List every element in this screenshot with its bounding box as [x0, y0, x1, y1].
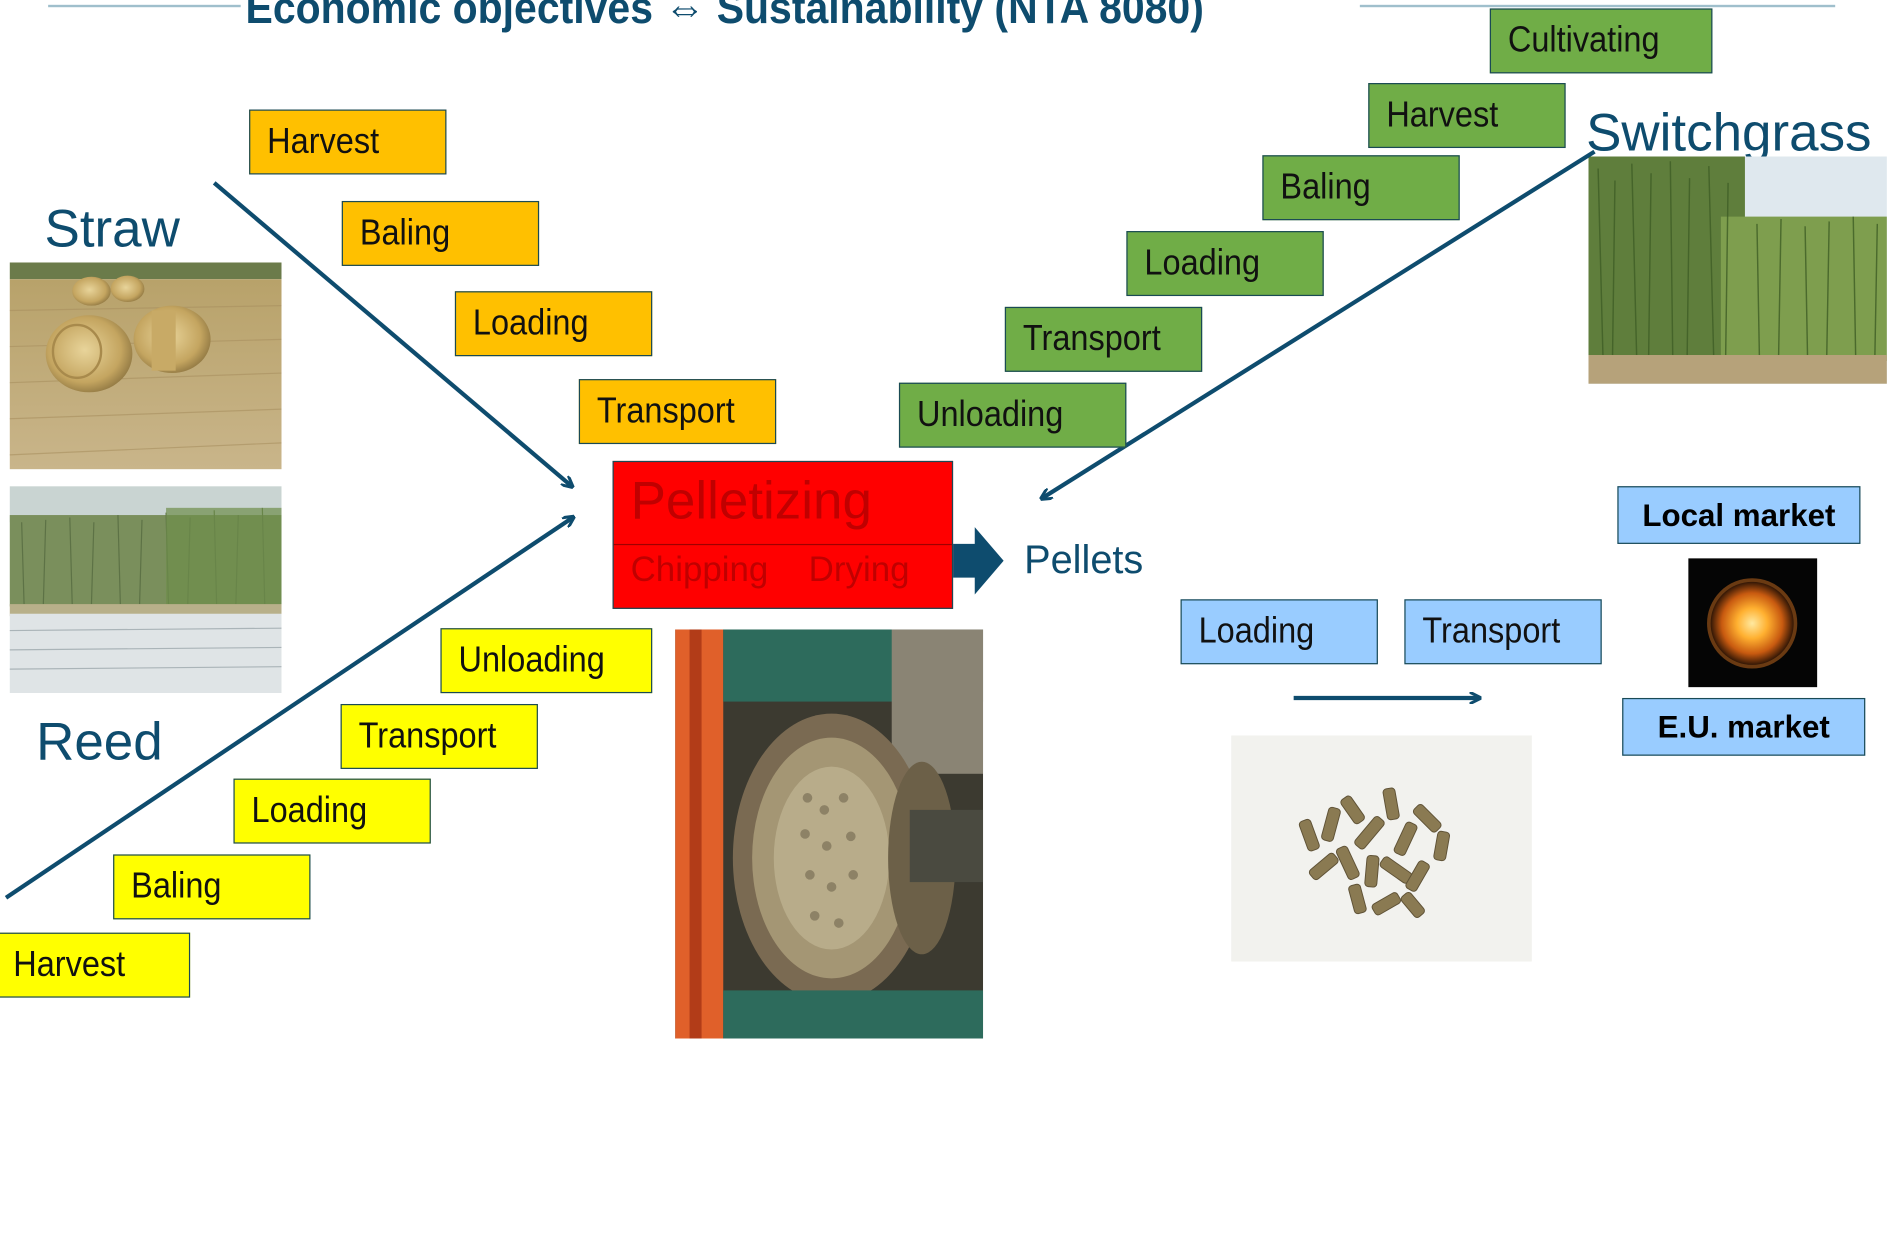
- pellet-mill-photo: [675, 629, 984, 1039]
- pelletizing-divider: [613, 543, 952, 546]
- title-rule-right: [1359, 4, 1836, 8]
- title-rule-left: [48, 4, 241, 8]
- reed-field-photo: [9, 486, 282, 694]
- pellets-photo: [1231, 735, 1532, 962]
- reed-step-unloading: Unloading: [440, 628, 653, 694]
- pelletizing-chipping: Chipping: [630, 551, 769, 590]
- switchgrass-step-cultivating: Cultivating: [1489, 8, 1713, 74]
- reed-step-harvest: Harvest: [0, 932, 191, 998]
- reed-label: Reed: [36, 712, 163, 772]
- switchgrass-step-transport: Transport: [1004, 306, 1203, 372]
- reed-step-transport: Transport: [340, 703, 538, 769]
- switchgrass-step-loading: Loading: [1126, 231, 1324, 297]
- reed-step-baling: Baling: [113, 854, 311, 920]
- pellets-label: Pellets: [1024, 536, 1144, 582]
- pelletizing-drying: Drying: [808, 551, 910, 590]
- distribution-step-loading: Loading: [1180, 599, 1378, 665]
- switchgrass-flow-arrow: [1042, 149, 1596, 499]
- straw-bales-photo: [9, 262, 282, 470]
- switchgrass-field-photo: [1588, 156, 1887, 384]
- pelletizing-box: Pelletizing Chipping Drying: [612, 460, 954, 609]
- distribution-step-transport: Transport: [1404, 599, 1602, 665]
- pelletizing-title: Pelletizing: [630, 471, 872, 531]
- straw-step-baling: Baling: [341, 200, 540, 266]
- burning-pellet-photo: [1688, 558, 1818, 688]
- straw-flow-arrow: [212, 181, 571, 486]
- switchgrass-label: Switchgrass: [1586, 103, 1872, 163]
- local-market-box: Local market: [1617, 486, 1861, 544]
- eu-market-box: E.U. market: [1622, 697, 1866, 756]
- pellets-output-arrow: [953, 527, 1004, 595]
- straw-step-loading: Loading: [454, 291, 653, 357]
- straw-label: Straw: [44, 199, 180, 259]
- title-bar: Economic objectives ⇔ Sustainability (NT…: [0, 0, 1887, 51]
- switchgrass-step-unloading: Unloading: [898, 382, 1127, 448]
- straw-step-harvest: Harvest: [249, 109, 447, 175]
- reed-flow-arrow: [4, 517, 573, 900]
- reed-step-loading: Loading: [233, 778, 431, 844]
- switchgrass-step-baling: Baling: [1262, 155, 1460, 221]
- page-title: Economic objectives ⇔ Sustainability (NT…: [245, 0, 1204, 33]
- switchgrass-step-harvest: Harvest: [1368, 83, 1566, 149]
- straw-step-transport: Transport: [578, 379, 777, 445]
